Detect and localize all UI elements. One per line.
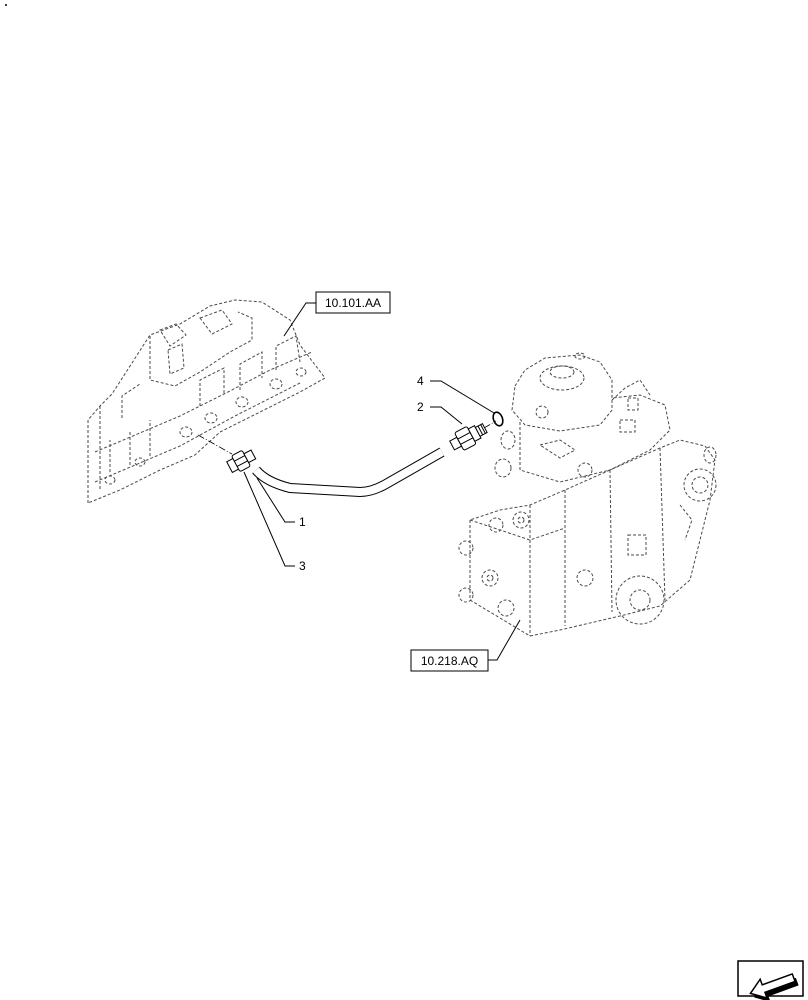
engine-block-boss (167, 343, 185, 375)
pump-drawing (458, 352, 717, 637)
pump-outlet-valve (458, 587, 474, 603)
pump-inlet-port (494, 458, 512, 478)
engine-block-hole (295, 367, 307, 377)
pump-side-outlet (683, 468, 717, 502)
engine-block-boss (199, 309, 233, 335)
pump-outlet-valve (512, 511, 530, 529)
pump-outlet-valve (517, 516, 525, 524)
engine-block-edge (94, 382, 301, 483)
pump-outlet-valve (481, 569, 499, 587)
pump-outlet-valve (497, 599, 515, 617)
reference-link-engine[interactable]: 10.101.AA (283, 291, 391, 337)
reference-box[interactable] (410, 649, 489, 672)
reference-label: 10.218.AQ (421, 654, 478, 668)
engine-block-rib (199, 367, 225, 406)
reference-link-pump[interactable]: 10.218.AQ (410, 619, 521, 672)
pump-inlet-port (500, 430, 516, 450)
pump-outlet-valve (458, 540, 474, 556)
pump-drive-flange (629, 589, 651, 611)
engine-block-rib (239, 351, 263, 390)
engine-block-boss (159, 323, 187, 347)
callout-item-2: 2 (417, 400, 463, 425)
leader-line (430, 380, 495, 414)
pump-detail (577, 462, 593, 478)
engine-block-drawing (87, 299, 326, 504)
fitting-hex-edge (234, 455, 248, 467)
engine-block-rib (121, 383, 141, 418)
pump-front-plate (469, 519, 566, 541)
corner-mark (5, 4, 7, 6)
reference-label: 10.101.AA (325, 296, 381, 310)
pump-side-edge (609, 469, 613, 613)
leader-line (283, 302, 316, 337)
pump-detail (627, 534, 647, 556)
arrow-down-left-icon (749, 972, 799, 1000)
pipe-fill (252, 448, 444, 497)
pump-detail (538, 439, 576, 459)
callout-item-1: 1 (256, 477, 306, 529)
pump-top-cap (539, 365, 585, 391)
pipe (252, 447, 445, 498)
pump-outlet-valve (486, 574, 494, 582)
engine-block-hole (204, 412, 218, 424)
pump-detail (679, 504, 693, 541)
fitting-pump-side (449, 422, 488, 451)
engine-block-rib (275, 335, 301, 370)
callout-number: 4 (417, 374, 424, 388)
callout-item-4: 4 (417, 374, 495, 414)
engine-block-edge (94, 351, 313, 453)
arrow-shape (749, 972, 796, 1000)
assembly-axis-line (197, 434, 233, 455)
pump-detail (576, 569, 594, 587)
callout-item-3: 3 (243, 471, 306, 573)
seal-ring (492, 411, 504, 427)
leader-line (488, 619, 521, 661)
pump-main-body (469, 439, 716, 637)
fitting-hex-edge (457, 432, 474, 445)
engine-block-boss (149, 311, 253, 387)
pump-detail (627, 397, 639, 411)
pump-detail (619, 419, 636, 433)
pump-side-fitting (703, 446, 717, 464)
reference-box[interactable] (315, 291, 391, 314)
leader-line (256, 477, 295, 523)
pump-governor-housing (511, 354, 613, 432)
pump-top-cap (574, 352, 586, 360)
engine-block-outline (87, 299, 326, 504)
engine-block-hole (235, 396, 249, 408)
pump-upper-body (611, 379, 651, 401)
pump-drive-flange (615, 575, 665, 625)
engine-block-hole (104, 475, 116, 485)
pump-outlet-valve (488, 517, 504, 533)
pump-side-outlet (691, 476, 709, 494)
pump-upper-body (519, 394, 671, 483)
pump-top-cap (549, 365, 575, 379)
leader-line (243, 471, 295, 567)
fitting-engine-side (226, 449, 257, 474)
callout-number: 3 (299, 559, 306, 573)
assembly-axis-line (483, 420, 497, 429)
navigation-button[interactable] (737, 960, 804, 1000)
callout-number: 1 (299, 515, 306, 529)
pump-detail (535, 405, 549, 419)
engine-block-hole (269, 378, 283, 390)
fitting-thread-lines (477, 424, 486, 436)
engine-block-hole (134, 457, 146, 467)
leader-line (430, 406, 463, 425)
callout-number: 2 (417, 400, 424, 414)
pump-side-edge (659, 447, 666, 601)
fitting-spigot (243, 449, 257, 464)
engine-block-hole (179, 426, 193, 438)
